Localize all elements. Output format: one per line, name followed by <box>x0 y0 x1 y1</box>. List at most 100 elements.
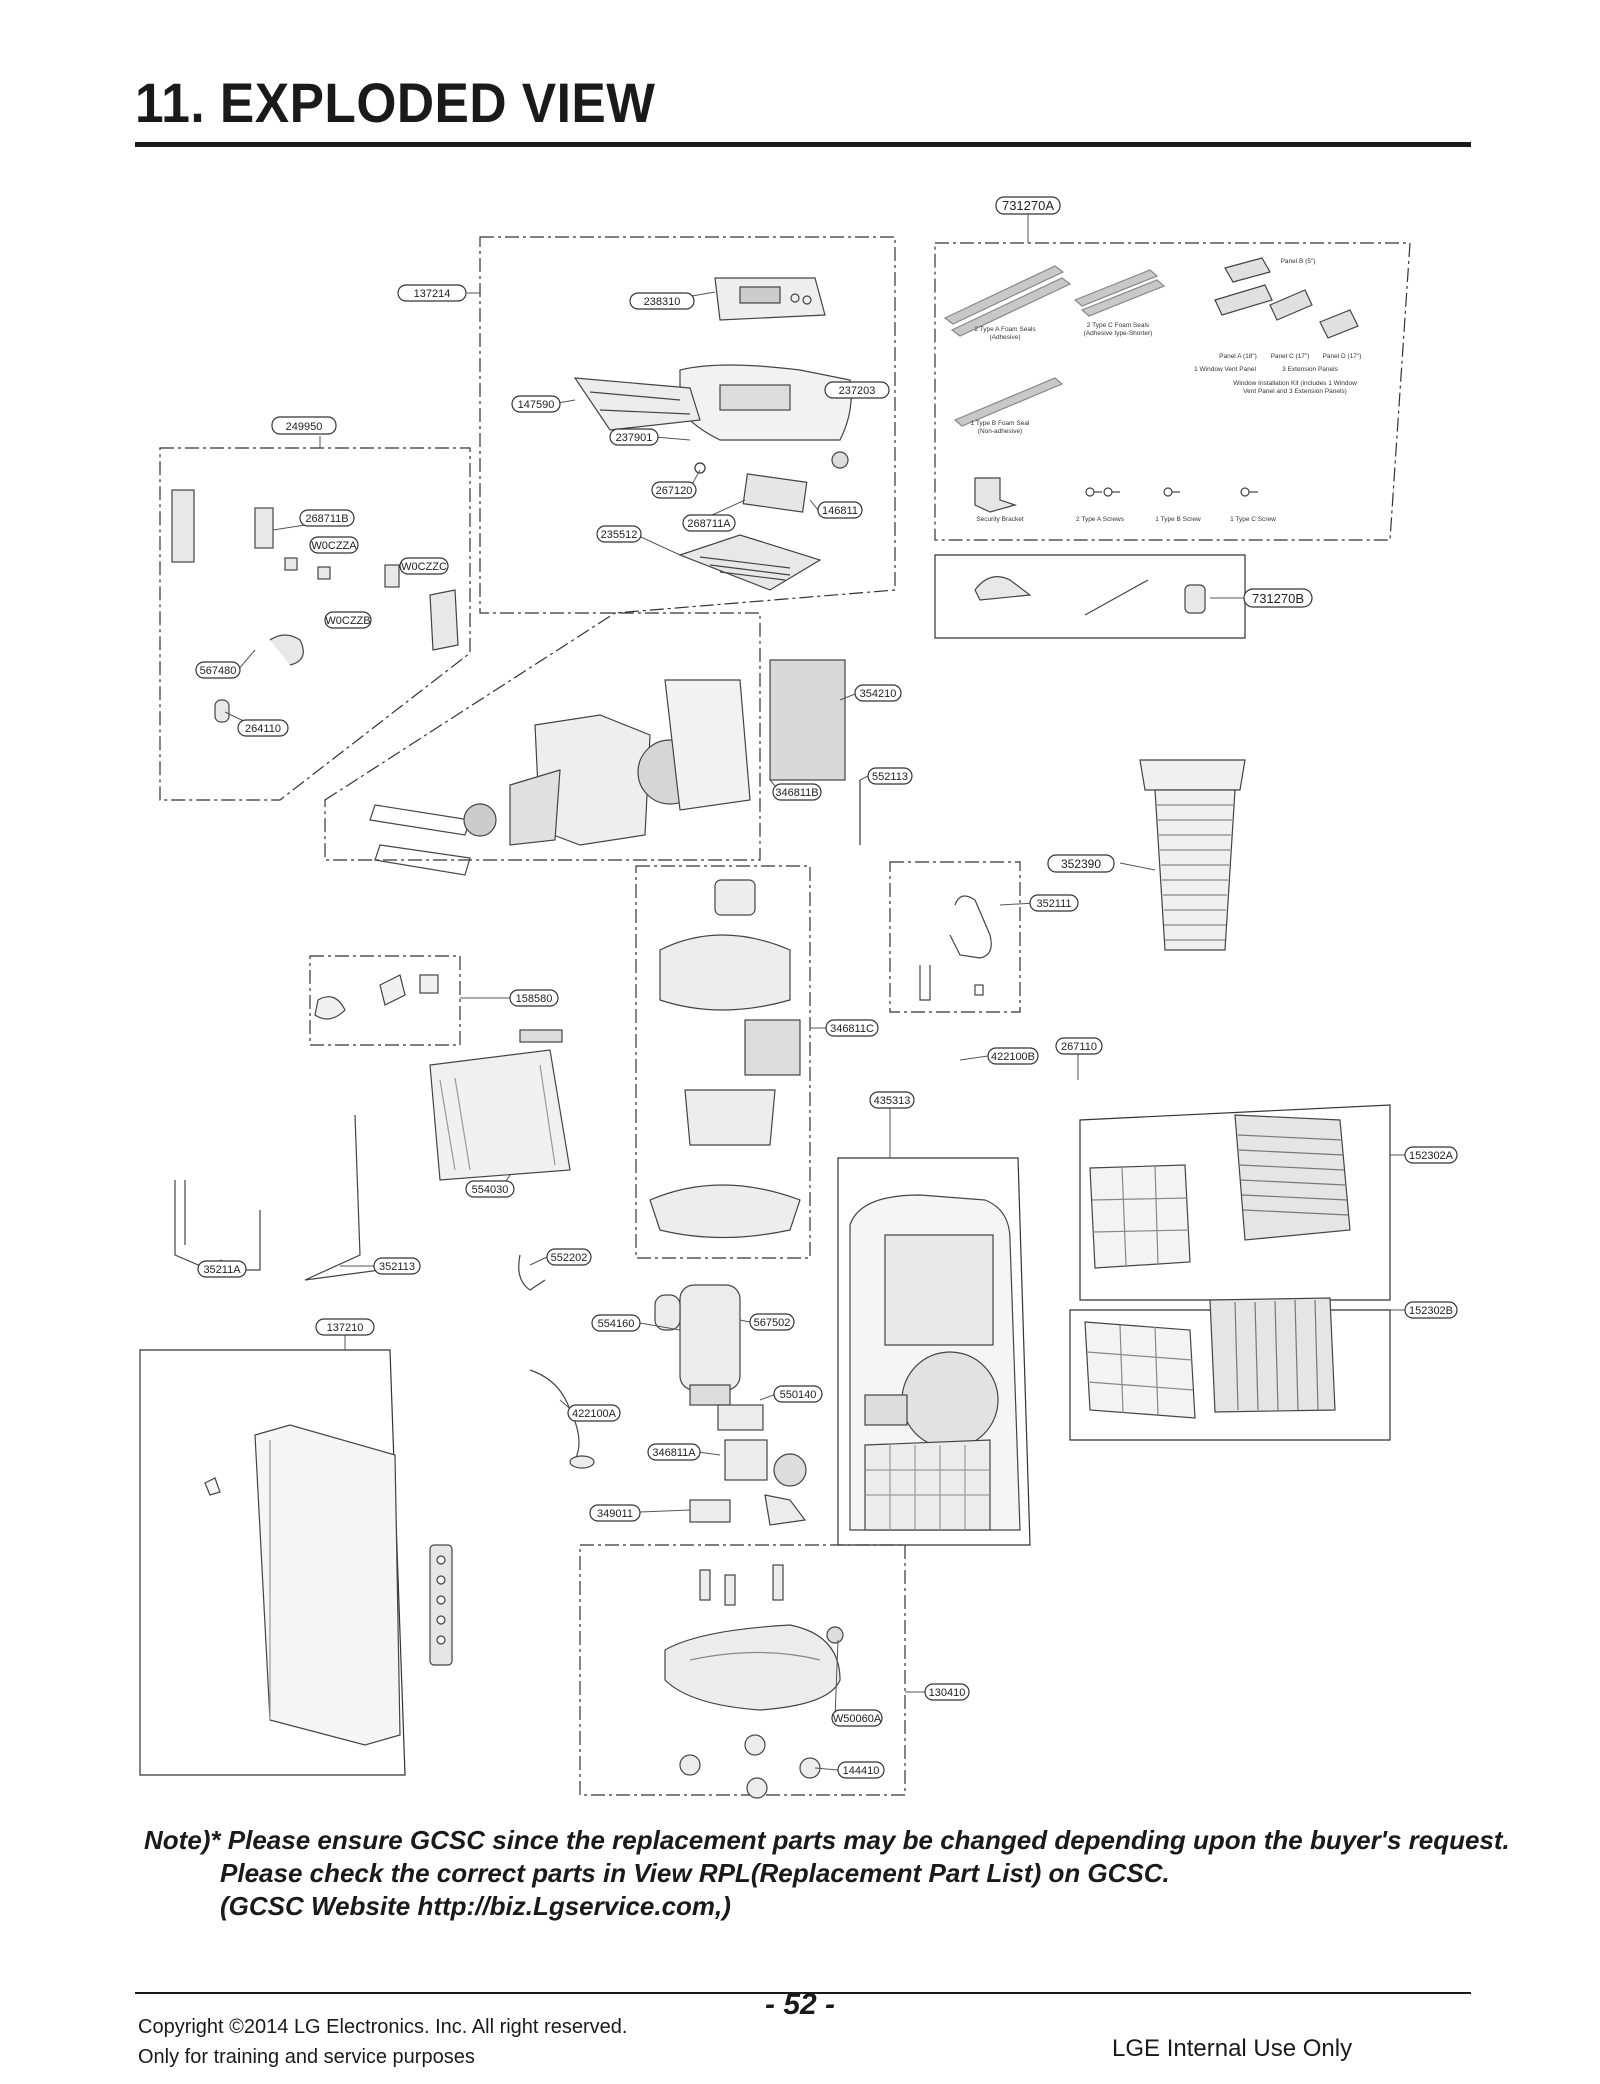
top-cover-part <box>679 364 852 441</box>
kit-text: Panel D (17") <box>1323 353 1362 360</box>
callout-267110: 267110 <box>1055 1037 1103 1055</box>
note-line-1: Note)* Please ensure GCSC since the repl… <box>144 1825 1510 1855</box>
part-label: 731270A <box>1002 198 1054 213</box>
callout-731270B: 731270B <box>1243 588 1313 608</box>
part-label: 354210 <box>860 688 897 700</box>
kit-text: (Adhesive type-Shorter) <box>1084 330 1153 337</box>
callout-422100B: 422100B <box>987 1047 1039 1065</box>
fan-housing-group <box>324 612 761 861</box>
part-label: 137214 <box>414 288 451 300</box>
copyright-text: Copyright ©2014 LG Electronics. Inc. All… <box>138 2016 628 2038</box>
window-panels-part <box>1214 257 1359 339</box>
callout-146811: 146811 <box>817 501 863 519</box>
callout-552202: 552202 <box>546 1248 592 1266</box>
part-label: 249950 <box>286 421 323 433</box>
kit-text: Security Bracket <box>976 516 1024 523</box>
callout-346811B: 346811B <box>772 783 822 801</box>
part-label: 238310 <box>644 296 681 308</box>
callout-labels: 731270A 137214 238310 237203 147590 2379… <box>195 196 1458 1779</box>
part-label: 152302A <box>1409 1150 1454 1162</box>
part-label: 267110 <box>1061 1041 1097 1053</box>
part-label: 349011 <box>597 1508 633 1520</box>
window-kit-group <box>934 242 1411 541</box>
part-label: 552202 <box>551 1252 588 1264</box>
callout-554160: 554160 <box>591 1314 641 1332</box>
callout-152302A: 152302A <box>1404 1146 1458 1164</box>
callout-422100A: 422100A <box>567 1404 621 1422</box>
part-label: 352390 <box>1061 857 1101 871</box>
callout-147590: 147590 <box>511 395 561 413</box>
kit-text: 2 Type A Foam Seals <box>974 326 1036 333</box>
callout-249950: 249950 <box>271 416 337 435</box>
part-label: 268711B <box>305 513 348 525</box>
part-label: 264110 <box>245 723 281 735</box>
part-label: 352111 <box>1036 898 1071 910</box>
part-label: 237901 <box>616 432 653 444</box>
part-label: 550140 <box>780 1389 817 1401</box>
part-label: 35211A <box>203 1264 241 1276</box>
part-label: 158580 <box>516 993 553 1005</box>
page-title: 11. EXPLODED VIEW <box>135 71 656 134</box>
kit-text: 2 Type C Foam Seals <box>1087 322 1150 329</box>
switch-group <box>309 955 461 1046</box>
screws-part <box>1085 487 1258 497</box>
air-guide-part <box>678 534 822 591</box>
pcb-part <box>742 451 849 513</box>
part-label: 146811 <box>822 505 858 517</box>
control-box-group <box>159 447 471 801</box>
callout-238310: 238310 <box>629 292 695 310</box>
window-kit-labels: Panel B (5") 2 Type A Foam Seals (Adhesi… <box>971 258 1362 523</box>
callout-W0CZZA: W0CZZA <box>309 536 359 554</box>
part-label: 435313 <box>874 1095 911 1107</box>
part-label: 152302B <box>1409 1305 1453 1317</box>
top-assembly-group <box>479 236 896 614</box>
kit-text: (Adhesive) <box>989 334 1020 341</box>
duct-hose-part <box>1139 759 1246 951</box>
note-line-3: (GCSC Website http://biz.Lgservice.com,) <box>220 1891 731 1921</box>
control-box-parts <box>171 489 459 723</box>
part-label: 352113 <box>379 1261 415 1273</box>
part-label: 235512 <box>601 529 638 541</box>
part-label: 346811C <box>830 1023 874 1035</box>
callout-349011: 349011 <box>589 1504 641 1522</box>
part-label: 144410 <box>843 1765 880 1777</box>
callout-354210: 354210 <box>854 684 902 702</box>
control-panel-part <box>714 277 826 321</box>
callout-35211A: 35211A <box>197 1260 247 1278</box>
part-label: 422100A <box>572 1408 617 1420</box>
callout-567480: 567480 <box>195 661 241 679</box>
part-label: W0CZZA <box>311 540 357 552</box>
bracket-parts <box>919 895 992 1001</box>
filter-a-parts <box>1089 1114 1351 1269</box>
part-label: 567502 <box>754 1317 791 1329</box>
callout-W0CZZC: W0CZZC <box>399 557 449 575</box>
part-label: 731270B <box>1252 591 1304 606</box>
fan-housing-parts <box>369 659 846 876</box>
filter-group-a <box>1079 1104 1391 1301</box>
callout-W0CZZB: W0CZZB <box>324 611 372 629</box>
filter-b-parts <box>1084 1297 1336 1419</box>
part-label: W50060A <box>833 1713 882 1725</box>
part-label: 567480 <box>200 665 237 677</box>
callout-567502: 567502 <box>749 1313 795 1331</box>
kit-text: (Non-adhesive) <box>978 428 1022 435</box>
callout-352113: 352113 <box>373 1257 421 1275</box>
title-rule <box>135 142 1471 147</box>
accessory-kit-group <box>934 554 1246 639</box>
fan-motor-parts <box>649 879 801 1239</box>
callout-237901: 237901 <box>609 428 659 446</box>
kit-text: Window Installation Kit (includes 1 Wind… <box>1233 380 1357 387</box>
part-label: 346811B <box>775 787 818 799</box>
callout-731270A: 731270A <box>995 196 1061 215</box>
front-cover-part <box>204 1424 453 1746</box>
kit-text: 2 Type A Screws <box>1076 516 1125 523</box>
callout-352111: 352111 <box>1029 894 1079 912</box>
callout-267120: 267120 <box>651 481 697 499</box>
leader-lines <box>219 213 1405 1771</box>
accessory-parts <box>974 576 1206 616</box>
callout-237203: 237203 <box>824 381 890 399</box>
kit-text: 1 Window Vent Panel <box>1194 366 1256 373</box>
callout-268711B: 268711B <box>299 509 355 527</box>
callout-552113: 552113 <box>867 767 913 785</box>
